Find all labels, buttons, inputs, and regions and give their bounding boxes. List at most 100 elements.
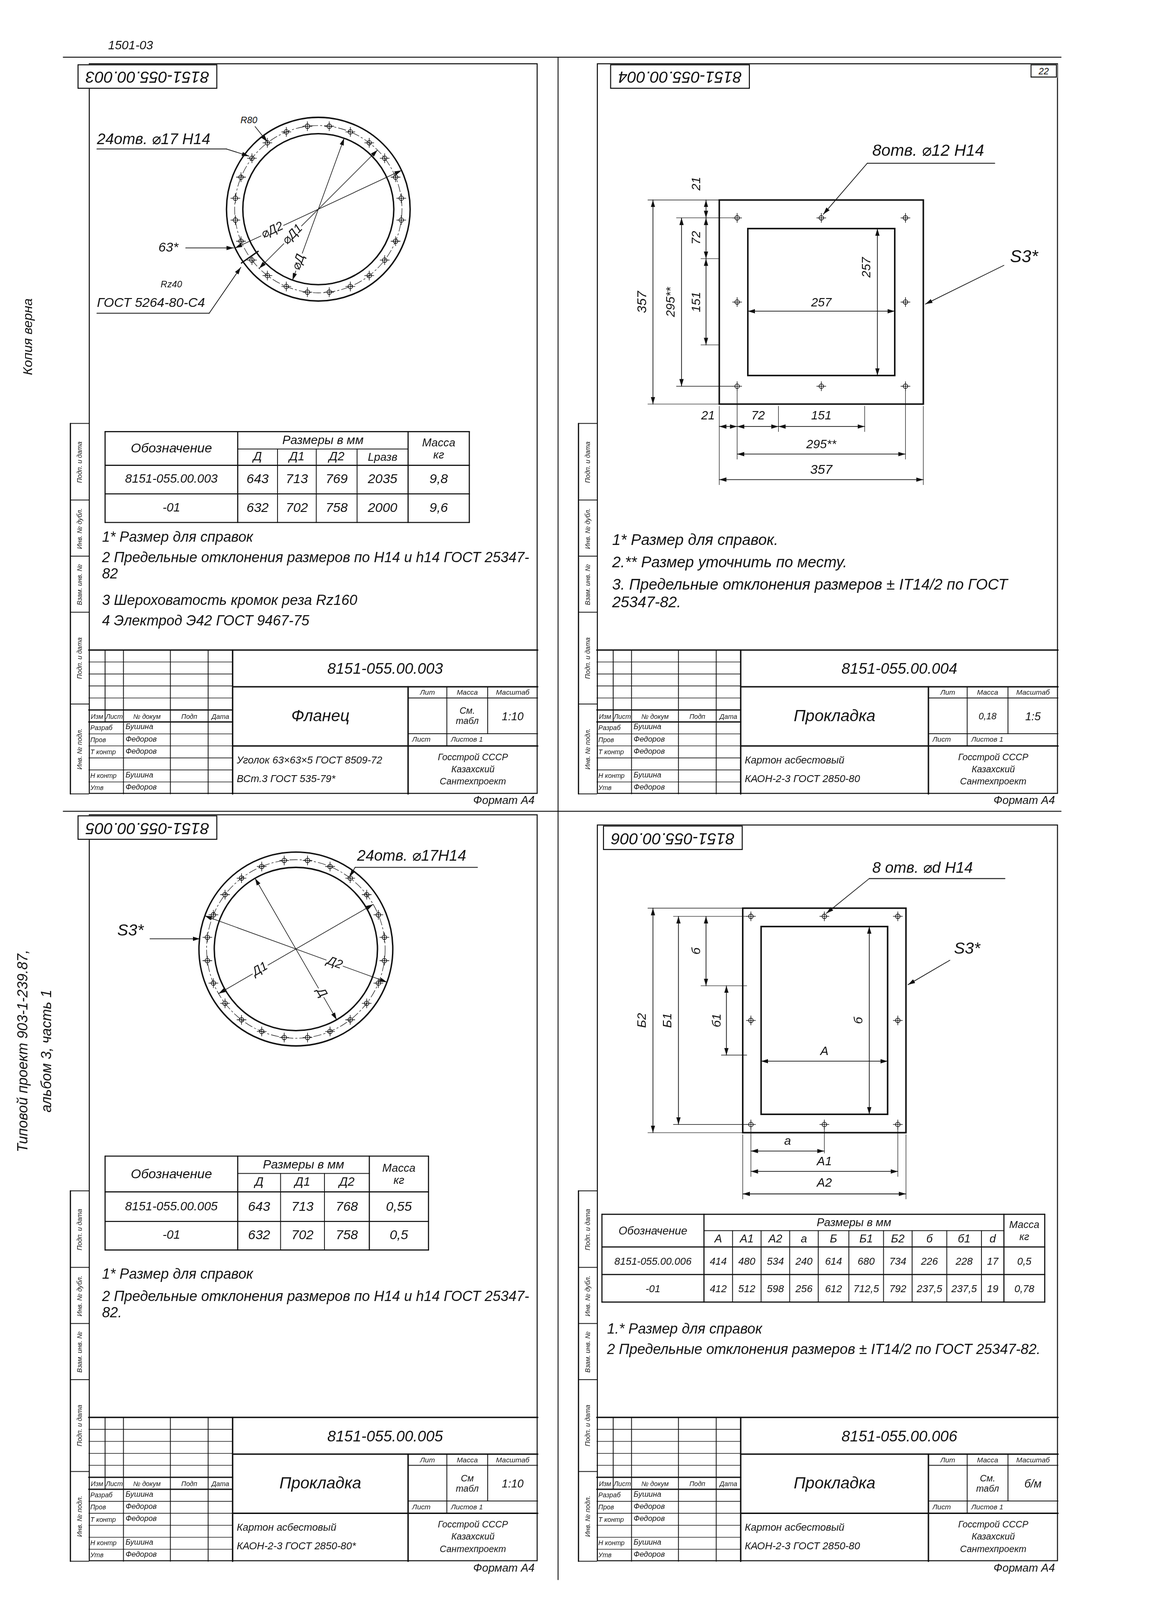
title-block-text: Масса	[977, 688, 999, 697]
title-block-line	[927, 1453, 929, 1561]
hole-mark	[304, 124, 310, 129]
title-block-text: Бушина	[125, 1538, 154, 1548]
hole-mark	[251, 255, 252, 265]
designation-stamp: 8151-055.00.005	[77, 814, 218, 840]
hole-mark	[222, 1000, 228, 1006]
note-text: 2.** Размер уточнить по месту.	[612, 552, 1041, 571]
table-cell: 792	[889, 1282, 907, 1294]
table-cell: 414	[709, 1254, 728, 1267]
hole-mark	[398, 218, 404, 223]
hole-mark	[735, 384, 740, 389]
title-block-line	[88, 1548, 233, 1550]
hole-mark	[382, 258, 388, 263]
hole-mark	[284, 284, 289, 289]
note-text: 4 Электрод Э42 ГОСТ 9467-75	[101, 612, 531, 629]
title-block-text: Федоров	[633, 747, 665, 757]
title-block-text: Бушина	[633, 1490, 662, 1500]
table-line	[105, 521, 470, 523]
hole-mark	[266, 138, 268, 148]
table-cell: Б2	[891, 1231, 905, 1246]
table-cell: 632	[246, 500, 269, 516]
title-block-text: Т контр	[598, 1515, 624, 1523]
hole-mark	[264, 140, 270, 146]
table-cell: -01	[162, 501, 181, 516]
table-cell: 702	[291, 1227, 314, 1244]
gasket-outline	[761, 926, 888, 1115]
title-block-text: Федоров	[633, 1502, 665, 1512]
stamp-column-line	[578, 1322, 597, 1324]
hole-mark	[905, 381, 906, 391]
title-block-text: Разраб	[598, 723, 621, 732]
title-block-text: Картон асбестовый	[744, 1521, 845, 1534]
table-cell: Lразв	[367, 450, 398, 464]
table-cell: 512	[738, 1282, 756, 1294]
title-block-text: Бушина	[633, 771, 662, 781]
dimension-line	[750, 1150, 825, 1152]
title-block-text: Лист	[105, 712, 123, 720]
hole-mark	[393, 238, 398, 244]
stamp-column-line	[578, 555, 597, 557]
dimension-text: б	[852, 1016, 867, 1024]
hole-mark	[212, 910, 214, 920]
table-line	[105, 1155, 429, 1157]
sheet-cut-line	[63, 810, 1061, 812]
extension-line	[673, 915, 747, 917]
title-block-line	[677, 1417, 679, 1561]
hole-mark	[232, 196, 238, 201]
title-block-text: 1:5	[1025, 709, 1041, 723]
dimension-text: Б2	[635, 1013, 650, 1028]
hole-mark	[382, 934, 387, 940]
title-block-text: Картон асбестовый	[744, 754, 845, 766]
hole-mark	[395, 236, 396, 246]
stamp-column-line	[578, 1470, 597, 1472]
title-block-text: Масса	[977, 1455, 999, 1464]
table-line	[980, 1230, 982, 1303]
table-line	[368, 1155, 370, 1250]
stamp-column-label: Подп. и дата	[583, 637, 592, 679]
hole-mark	[400, 193, 402, 204]
hole-mark	[393, 174, 398, 180]
stamp-column-line	[577, 1190, 580, 1562]
title-block-line	[596, 1440, 741, 1442]
title-block-text: Федоров	[125, 1514, 157, 1524]
title-block-line	[408, 697, 538, 699]
stamp-column-label: Подп. и дата	[75, 440, 84, 483]
dimension-text: Rz40	[160, 279, 183, 291]
title-block-text: Казахский	[451, 1531, 495, 1543]
hole-mark	[398, 196, 404, 201]
leader-line	[823, 163, 868, 215]
title-block-text: 0,18	[969, 710, 1007, 722]
hole-mark	[211, 912, 216, 918]
title-block-line	[612, 649, 614, 722]
title-block-line	[740, 745, 1059, 747]
hole-mark	[366, 889, 367, 900]
leader-line	[96, 312, 209, 314]
hole-mark	[329, 121, 330, 132]
table-cell: 9,6	[429, 500, 449, 516]
title-block-text: Н контр	[90, 1539, 117, 1547]
table-line	[237, 448, 408, 450]
title-block-line	[927, 686, 929, 794]
title-block-text: КАОН-2-3 ГОСТ 2850-80	[744, 772, 861, 785]
table-line	[1044, 1214, 1046, 1303]
dimension-text: А2	[816, 1176, 832, 1191]
note-text: 2 Предельные отклонения размеров по H14 …	[101, 1287, 531, 1321]
dimension-line	[652, 907, 654, 1133]
title-block-text: № докум	[641, 712, 669, 720]
title-block-line	[715, 1417, 717, 1561]
dimension-text: а	[784, 1134, 792, 1149]
note-text: 2 Предельные отклонения размеров ± IT14/…	[607, 1340, 1047, 1358]
title-block-text: Федоров	[125, 1502, 157, 1512]
title-block-line	[928, 733, 1059, 735]
stamp-column-line	[578, 1190, 597, 1192]
title-block-line	[88, 1536, 233, 1537]
title-block-line	[88, 709, 233, 711]
hole-mark	[284, 129, 289, 135]
title-block-line	[88, 1512, 233, 1514]
hole-mark	[903, 384, 908, 389]
stamp-column-line	[70, 1560, 89, 1562]
hole-mark	[377, 978, 379, 988]
title-block-line	[407, 1453, 409, 1561]
stamp-column-line	[578, 499, 597, 501]
table-cell: 758	[335, 1227, 358, 1244]
